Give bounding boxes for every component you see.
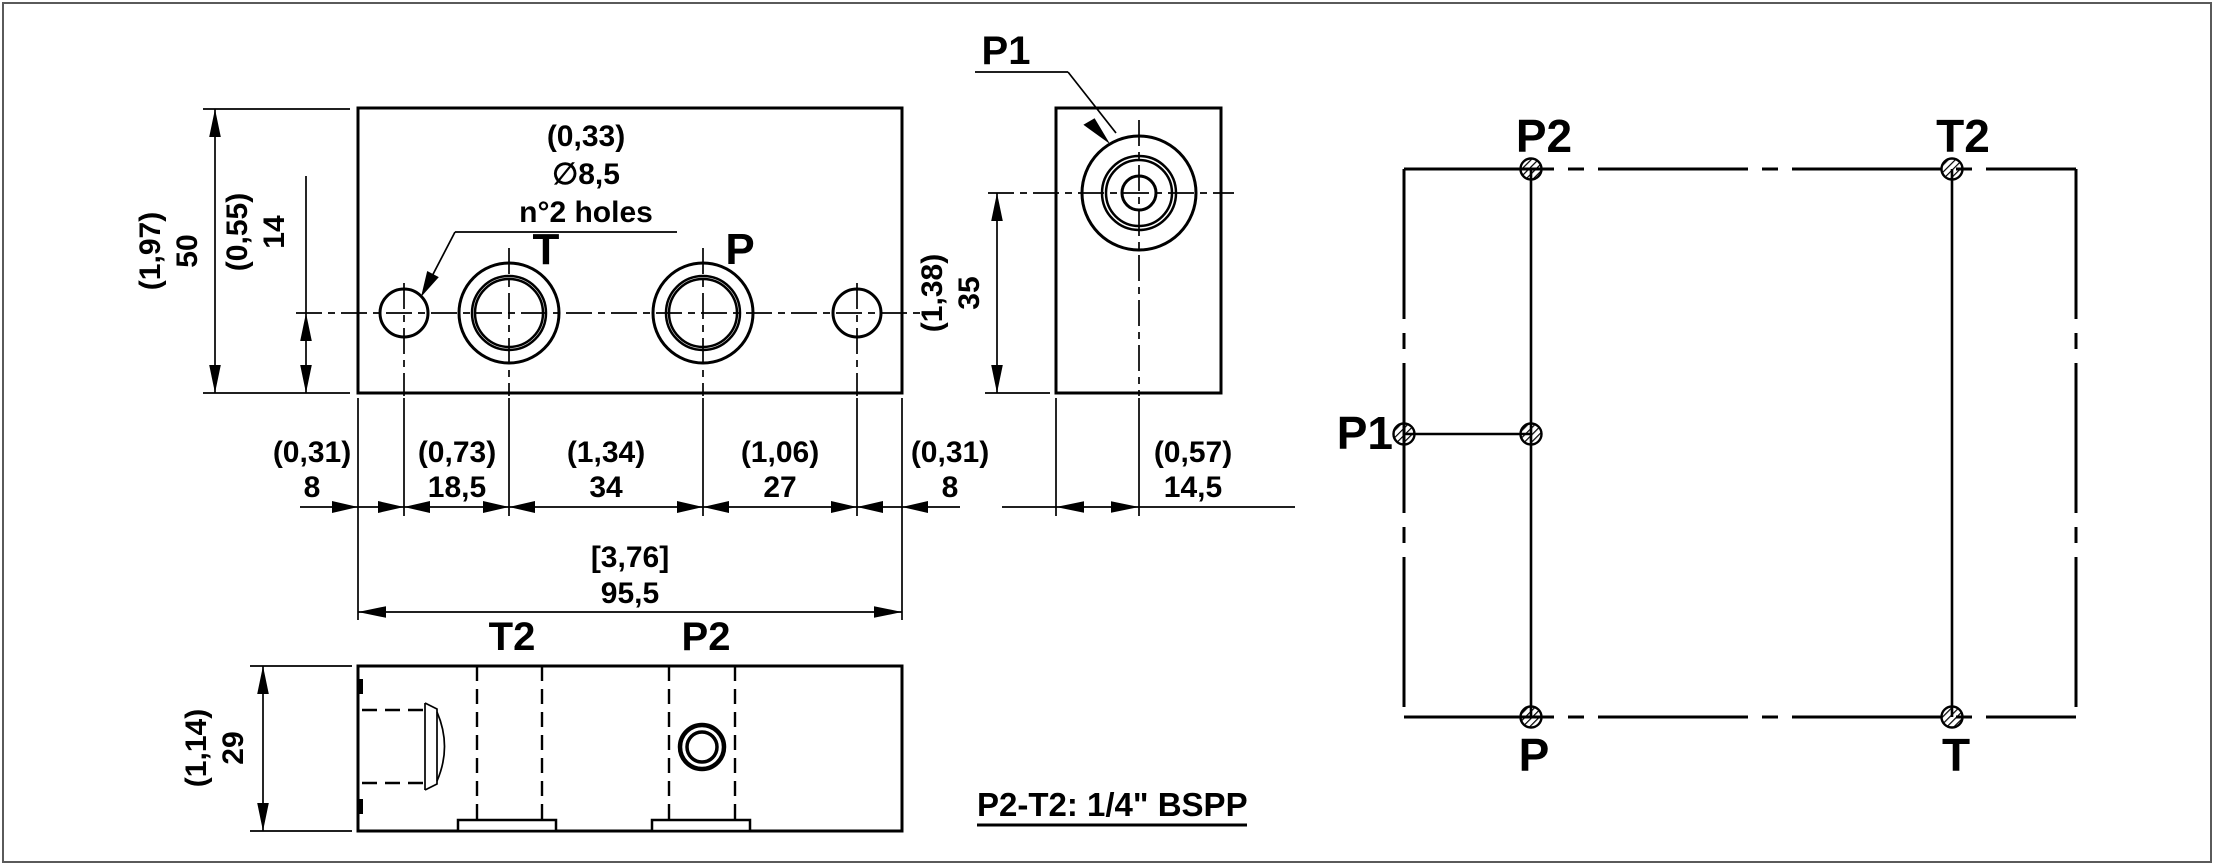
front-view-body [356,106,904,395]
hidden-plug [359,679,446,814]
chain-4-mm: 8 [942,471,959,504]
bottom-view: T2 P2 [356,615,904,833]
overall-inch: [3,76] [591,541,669,574]
chain-0-mm: 8 [304,471,321,504]
bottom-view-body [356,664,904,833]
mounting-hole-right [831,287,883,339]
p1-leader-arrow-icon [1083,118,1110,144]
leader-arrow-icon [421,271,439,297]
dim-depth-mm: 29 [217,731,250,764]
node-t2 [1940,157,1964,181]
side-view: P1 [975,29,1234,396]
port-p1-label: P1 [982,29,1031,73]
schematic-t2-label: T2 [1936,110,1990,162]
overall-mm: 95,5 [601,577,659,610]
hole-callout-inch: (0,33) [547,120,625,153]
port-p2-pad [650,818,752,833]
hole-callout-diameter: ∅8,5 [552,158,620,191]
chain-3-inch: (1,06) [741,436,819,469]
port-p2-label: P2 [682,615,731,659]
dim-depth-inch: (1,14) [180,709,213,787]
port-p2-hole [677,722,727,772]
port-note-text: P2-T2: 1/4" BSPP [977,786,1248,823]
schematic-p2-label: P2 [1516,110,1572,162]
port-note: P2-T2: 1/4" BSPP [977,786,1248,827]
schematic-p-label: P [1519,729,1550,781]
node-p2 [1519,157,1543,181]
hole-callout-note: n°2 holes [519,196,653,229]
dim-axis-inch: (0,55) [221,193,254,271]
dim-offset-inch: (0,57) [1154,436,1232,469]
chain-3-mm: 27 [763,471,796,504]
side-view-dimensions: (1,38) 35 (0,57) 14,5 [916,193,1295,516]
chain-1-inch: (0,73) [418,436,496,469]
dim-height-inch: (1,97) [134,212,167,290]
mounting-hole-left [378,287,430,339]
chain-0-inch: (0,31) [273,436,351,469]
chain-2-inch: (1,34) [567,436,645,469]
port-p [651,261,755,365]
front-view: T P (0,33) ∅8,5 n°2 holes [296,106,938,396]
dim-offset-mm: 14,5 [1164,471,1222,504]
chain-2-mm: 34 [589,471,623,504]
port-t [457,261,561,365]
schematic-t-label: T [1942,729,1970,781]
port-t2-pad [456,818,558,833]
port-t2-label: T2 [489,615,536,659]
front-view-dimensions: (1,97) 50 (0,55) 14 (0,31) 8 (0,73) 18,5… [134,108,989,620]
schematic: P2 T2 P1 P T [1337,110,2078,781]
port-t-label: T [533,225,560,274]
dim-axis-mm: 14 [258,215,291,249]
chain-4-inch: (0,31) [911,436,989,469]
node-p [1519,705,1543,729]
dim-height-mm: 50 [171,234,204,267]
node-p1-junction [1519,422,1543,446]
dim-p1-axis-inch: (1,38) [916,254,949,332]
node-t [1940,705,1964,729]
chain-1-mm: 18,5 [428,471,486,504]
node-p1 [1392,422,1416,446]
bottom-view-dimensions: (1,14) 29 [180,665,352,832]
port-p-label: P [725,225,754,274]
hole-callout: (0,33) ∅8,5 n°2 holes [421,120,677,297]
dim-p1-axis-mm: 35 [953,276,986,309]
schematic-p1-label: P1 [1337,407,1393,459]
